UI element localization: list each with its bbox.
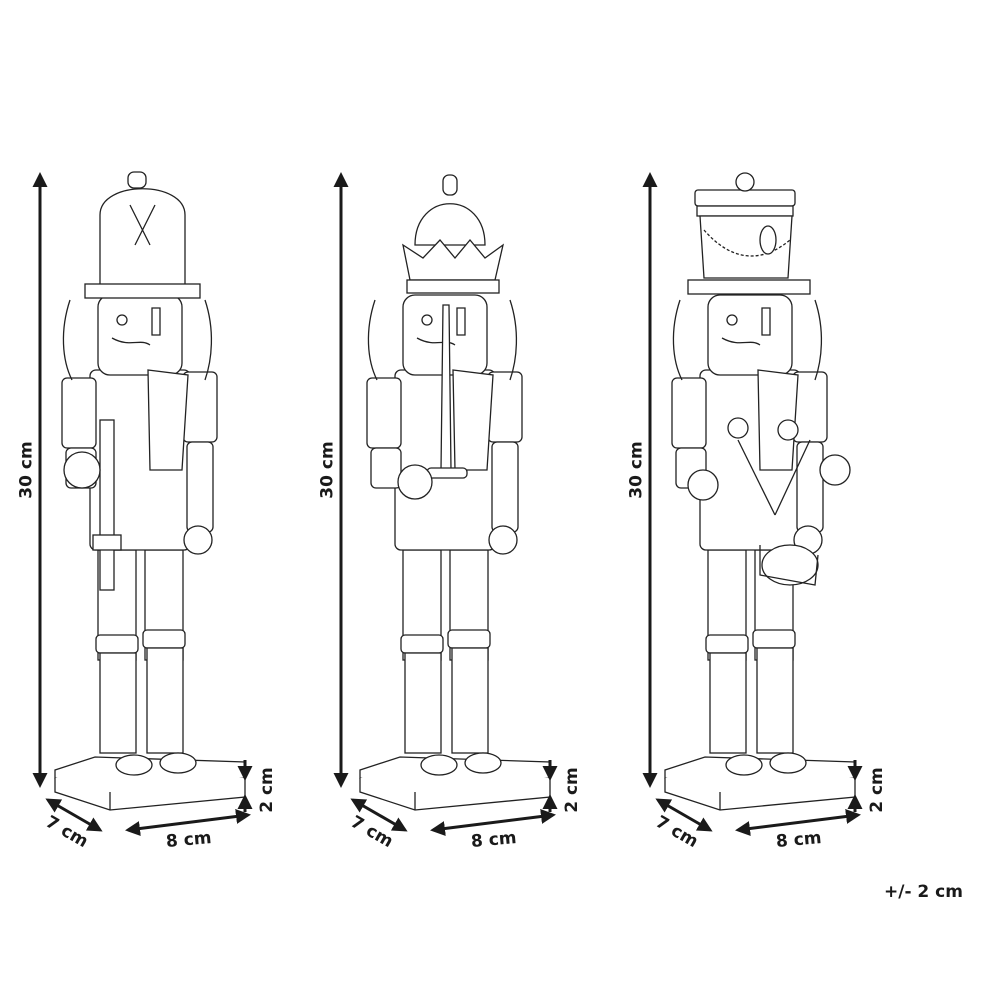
height-label: 30 cm — [16, 441, 37, 499]
base-height-label: 2 cm — [561, 767, 582, 813]
height-label: 30 cm — [317, 441, 338, 499]
nutcracker-figure-1: 30 cm 7 cm 8 cm 2 cm — [0, 0, 330, 900]
nutcracker-figure-2: 30 cm 7 cm 8 cm 2 cm — [305, 0, 635, 900]
width-label: 8 cm — [775, 828, 823, 852]
width-label: 8 cm — [470, 828, 518, 852]
tolerance-note: +/- 2 cm — [884, 882, 963, 902]
nutcracker-sword-drawing — [333, 172, 558, 836]
nutcracker-scepter-drawing — [32, 171, 253, 836]
nutcracker-figure-3: 30 cm 7 cm 8 cm 2 cm — [610, 0, 940, 900]
base-height-label: 2 cm — [866, 767, 887, 813]
base-height-label: 2 cm — [256, 767, 277, 813]
width-label: 8 cm — [165, 828, 213, 852]
nutcracker-drummer-drawing — [642, 172, 863, 836]
height-label: 30 cm — [626, 441, 647, 499]
